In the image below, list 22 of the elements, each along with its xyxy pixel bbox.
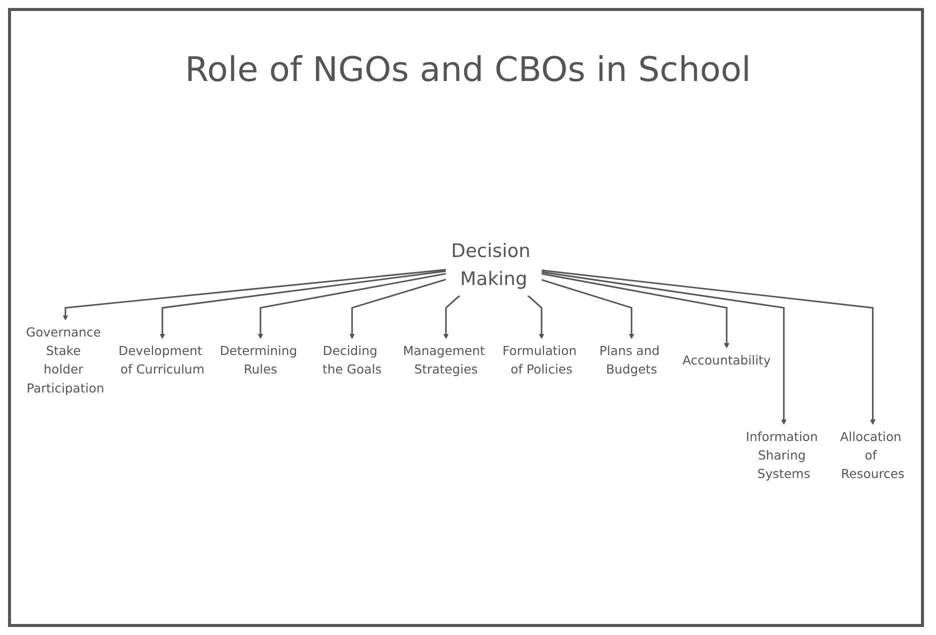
arrow [541,271,787,425]
arrow [541,270,876,425]
node-text: Development of Curriculum [118,343,204,377]
node-text: Information Sharing Systems [746,428,818,482]
arrow [541,272,730,348]
node-text: Formulation of Policies [502,343,577,377]
arrow [160,270,446,340]
node-text: Allocation of Resources [840,428,904,482]
arrow [258,272,446,340]
node-text: Governance Stake holder Participation [26,324,104,396]
arrow [62,268,446,320]
node-text: Accountability [682,352,771,368]
arrow [527,294,544,340]
arrow [541,279,634,340]
node-text: Decision Making [451,240,530,290]
node-text: Deciding the Goals [322,343,382,377]
arrow [349,278,446,340]
node-text: Management Strategies [403,343,485,377]
title: Role of NGOs and CBOs in School [184,50,752,90]
arrow [443,294,460,340]
node-text: Determining Rules [220,343,298,377]
node-text: Plans and Budgets [599,343,660,377]
